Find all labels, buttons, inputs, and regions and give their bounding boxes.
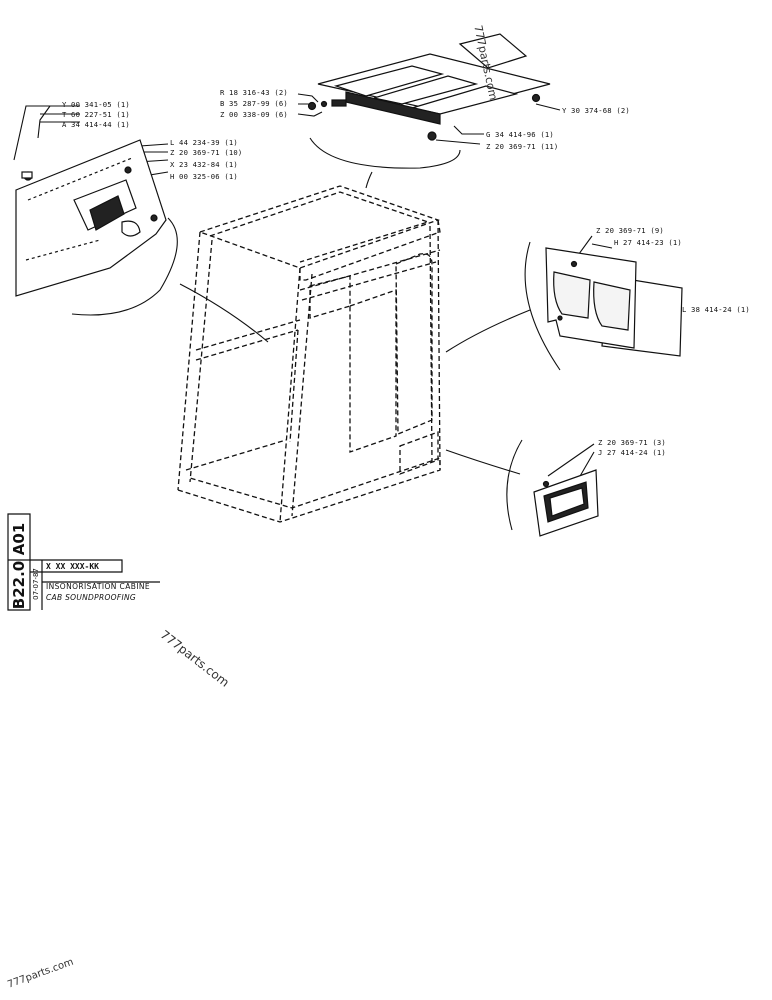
label-top-center-2: Z 00 338-09 (6) xyxy=(220,110,288,119)
label-top-left-0: Y 00 341-05 (1) xyxy=(62,100,130,109)
label-right-lower-0: Z 20 369-71 (3) xyxy=(598,438,666,447)
title-block-group: A01 xyxy=(10,522,28,556)
left-side-panel xyxy=(15,139,167,297)
title-block-code: X XX XXX-KK xyxy=(46,562,99,571)
cab-frame xyxy=(177,185,441,523)
label-right-panel-side: L 38 414-24 (1) xyxy=(682,305,750,314)
label-top-left-2: A 34 414-44 (1) xyxy=(62,120,130,129)
title-block-title-fr: INSONORISATION CABINE xyxy=(46,582,151,591)
label-right-panel-0: Z 20 369-71 (9) xyxy=(596,226,664,235)
roof-panel xyxy=(307,33,551,141)
label-top-right-bolt: Y 30 374-68 (2) xyxy=(562,106,630,115)
title-block-frame xyxy=(7,513,160,611)
label-top-panel-bottom-1: Z 20 369-71 (11) xyxy=(486,142,559,151)
label-top-left-inner-3: H 00 325-06 (1) xyxy=(170,172,238,181)
title-block-date: 07-07-87 xyxy=(32,568,40,600)
label-top-center-1: B 35 287-99 (6) xyxy=(220,99,288,108)
label-top-center-0: R 18 316-43 (2) xyxy=(220,88,288,97)
label-right-panel-1: H 27 414-23 (1) xyxy=(614,238,682,247)
label-right-lower-1: J 27 414-24 (1) xyxy=(598,448,666,457)
label-top-left-inner-0: L 44 234-39 (1) xyxy=(170,138,238,147)
title-block-title-en: CAB SOUNDPROOFING xyxy=(46,593,137,602)
label-top-panel-bottom-0: G 34 414-96 (1) xyxy=(486,130,554,139)
label-top-left-inner-2: X 23 432-84 (1) xyxy=(170,160,238,169)
title-block-page: B22.0 xyxy=(10,560,28,610)
label-top-left-1: T 60 227-51 (1) xyxy=(62,110,130,119)
right-side-panel xyxy=(545,247,683,357)
right-lower-panel xyxy=(533,469,599,537)
label-top-left-inner-1: Z 20 369-71 (10) xyxy=(170,148,243,157)
